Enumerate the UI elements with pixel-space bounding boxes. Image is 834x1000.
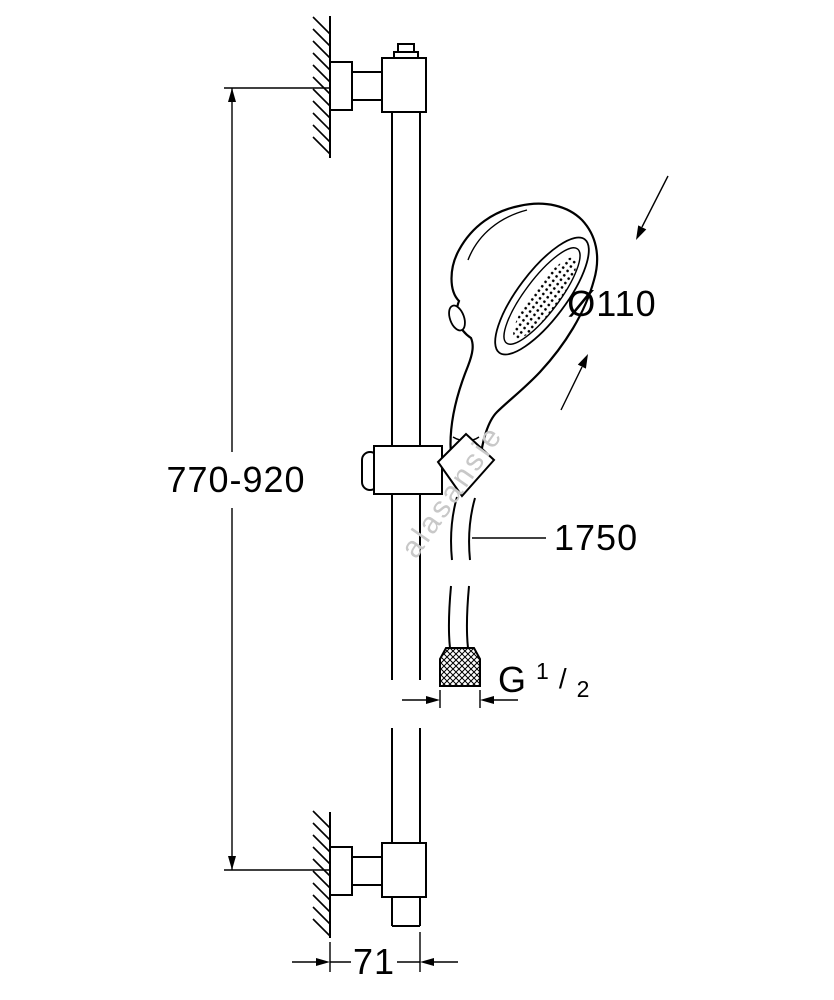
- dimension-thread: G 1 / 2: [402, 646, 589, 708]
- bracket-bottom-flange: [329, 846, 353, 896]
- wall-bottom-hatch-lines: [312, 810, 331, 937]
- spray-nozzle-field: [513, 257, 577, 339]
- thread-label-g: G: [498, 659, 526, 700]
- bracket-top-cap-small: [397, 43, 415, 53]
- thread-arrow-left: [426, 696, 440, 704]
- mounting-bracket-bottom: [329, 842, 427, 898]
- diameter-dim-label: Ø110: [567, 283, 656, 324]
- diameter-arrow-upper: [636, 225, 647, 240]
- diameter-shaft-lower: [560, 366, 583, 411]
- width-dim-label: 71: [353, 941, 395, 982]
- thread-label-slash: /: [559, 663, 567, 694]
- dimension-hose-length: 1750: [472, 517, 638, 558]
- bracket-bottom-body: [381, 842, 427, 898]
- dimension-diameter: Ø110: [560, 175, 669, 411]
- bracket-top-body: [381, 57, 427, 113]
- mounting-bracket-top: [329, 43, 427, 113]
- hose-upper-left-edge: [450, 496, 458, 561]
- head-contour-line: [467, 209, 528, 261]
- holder-body: [373, 445, 443, 495]
- shower-holder: [361, 445, 443, 495]
- bracket-top-arm: [351, 71, 383, 101]
- spray-face-outer-rim: [494, 236, 590, 356]
- wall-bottom: [312, 810, 331, 938]
- thread-arrow-right: [480, 696, 494, 704]
- height-dim-label: 770-920: [166, 459, 305, 500]
- holder-cup: [436, 432, 496, 498]
- height-arrow-down: [228, 856, 236, 870]
- spray-face-inner-rim: [503, 247, 581, 345]
- diameter-shaft-upper: [641, 175, 669, 228]
- hose-upper-right-edge: [468, 497, 476, 561]
- bracket-bottom-arm: [351, 856, 383, 886]
- thread-label: G 1 / 2: [498, 646, 589, 702]
- hose-length-label: 1750: [554, 517, 638, 558]
- hose-nut: [439, 647, 481, 687]
- wall-top-hatch-lines: [312, 16, 331, 155]
- hand-shower: [448, 202, 599, 466]
- hose-lower-left-edge: [447, 585, 452, 649]
- bracket-top-flange: [329, 61, 353, 111]
- hose-lower-right-edge: [465, 585, 470, 649]
- width-arrow-left: [316, 958, 330, 966]
- shower-hose: [447, 496, 476, 649]
- width-arrow-right: [420, 958, 434, 966]
- dimension-width: 71: [292, 932, 458, 982]
- diameter-arrow-lower: [577, 354, 588, 369]
- thread-label-numerator: 1: [536, 658, 549, 684]
- mode-button: [448, 304, 466, 332]
- height-arrow-up: [228, 88, 236, 102]
- dimension-height: 770-920: [166, 87, 330, 871]
- thread-label-denominator: 2: [577, 676, 590, 702]
- wall-top: [312, 16, 331, 158]
